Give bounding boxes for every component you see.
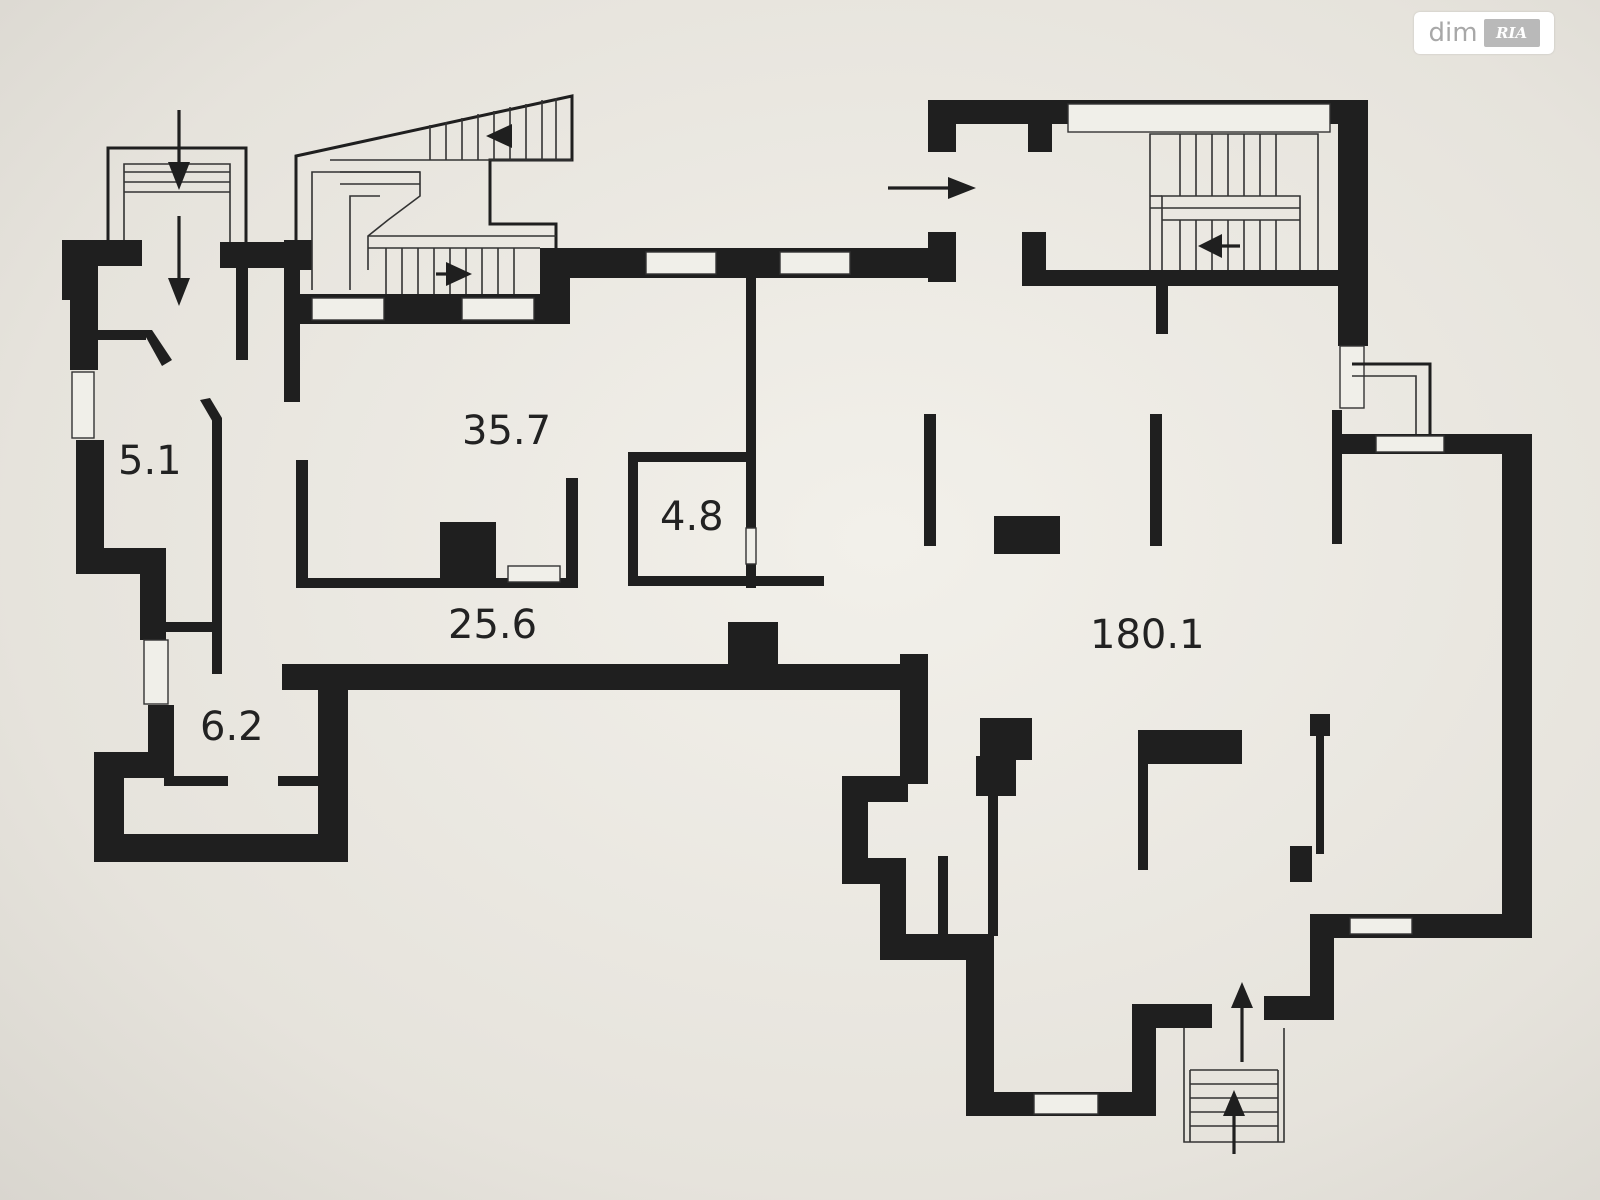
- stair-direction-arrow-icon: [436, 262, 472, 286]
- entrance-arrow-icon: [168, 110, 190, 190]
- right-wing-walls: [842, 100, 1532, 1116]
- watermark-badge: dim RIA: [1414, 12, 1554, 54]
- right-upper-staircase: [1149, 133, 1319, 270]
- left-wing-walls: [62, 240, 950, 862]
- entrance-arrow-icon: [1223, 1090, 1245, 1154]
- east-bay-outline: [1352, 362, 1432, 434]
- watermark-text: dim: [1428, 18, 1478, 48]
- entrance-arrow-icon: [1231, 982, 1253, 1062]
- entrance-arrow-icon: [168, 216, 190, 306]
- watermark-logo: RIA: [1483, 19, 1540, 47]
- room-area-label: 25.6: [448, 602, 537, 648]
- right-wing-windows: [1033, 103, 1445, 1115]
- left-wing-windows: [71, 251, 851, 705]
- upper-left-staircase: [294, 94, 574, 294]
- entrance-arrow-icon: [888, 177, 976, 199]
- room-area-label: 4.8: [660, 494, 724, 540]
- room-area-label: 5.1: [118, 438, 182, 484]
- room-area-label: 6.2: [200, 704, 264, 750]
- stair-direction-arrow-icon: [1198, 234, 1240, 258]
- room-area-label: 180.1: [1090, 612, 1205, 658]
- stair-direction-arrow-icon: [486, 124, 512, 148]
- room-area-label: 35.7: [462, 408, 551, 454]
